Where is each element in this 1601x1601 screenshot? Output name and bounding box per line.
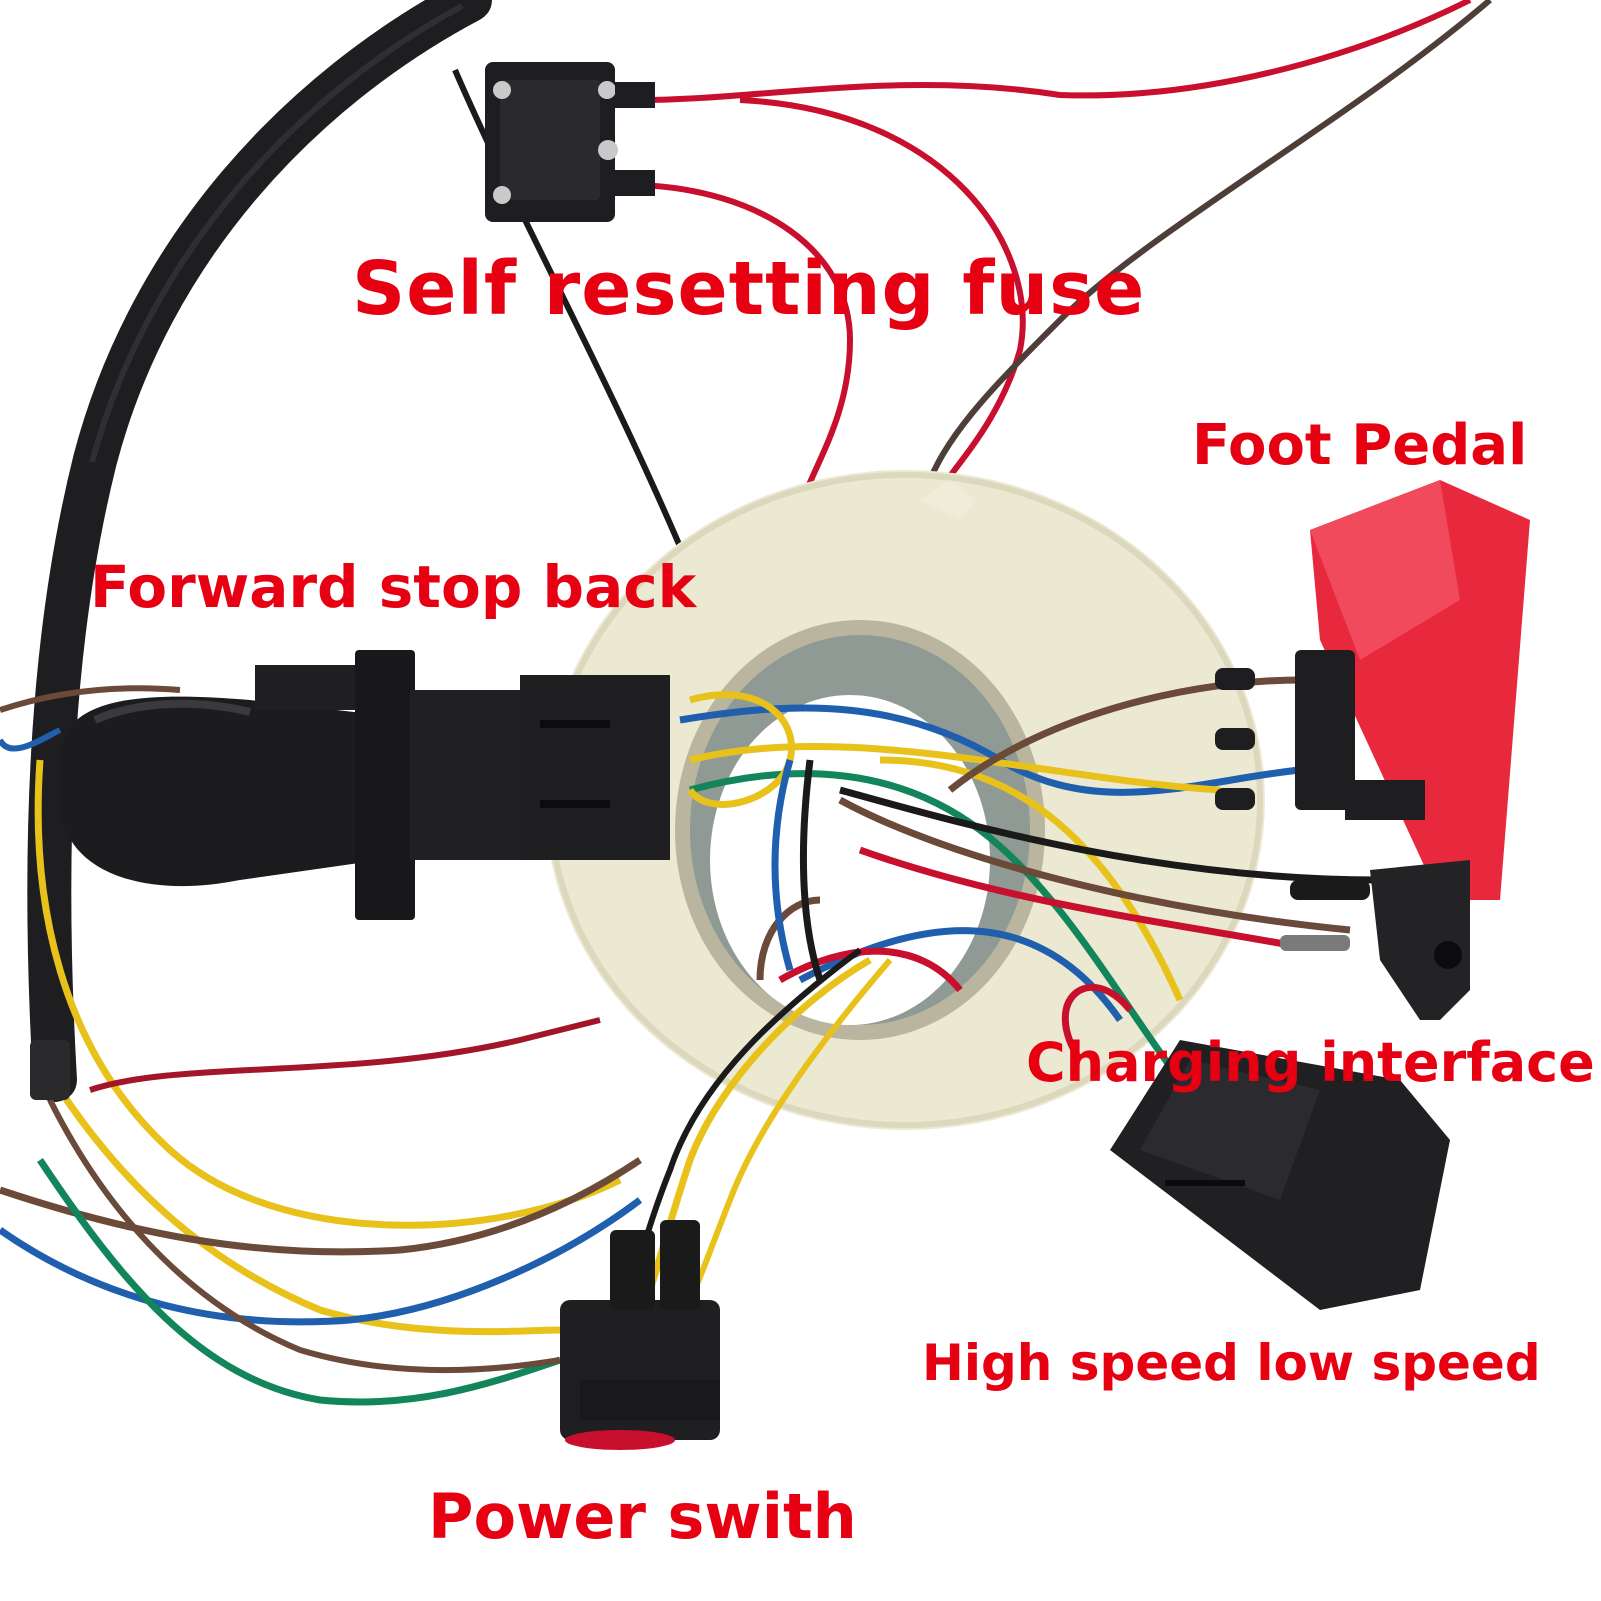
label-forward-stop-back: Forward stop back xyxy=(90,553,697,621)
label-power-switch: Power swith xyxy=(428,1480,857,1553)
fuse-body xyxy=(485,62,655,222)
foot-pedal xyxy=(1215,480,1530,900)
charging-port xyxy=(1280,860,1470,1020)
shifter-assembly xyxy=(60,650,670,920)
label-charging-interface: Charging interface xyxy=(1026,1031,1595,1094)
label-foot-pedal: Foot Pedal xyxy=(1192,413,1528,478)
power-switch xyxy=(560,1220,720,1450)
label-self-resetting-fuse: Self resetting fuse xyxy=(352,246,1146,332)
label-high-low-speed: High speed low speed xyxy=(922,1334,1541,1392)
speed-switch xyxy=(1110,1040,1450,1310)
